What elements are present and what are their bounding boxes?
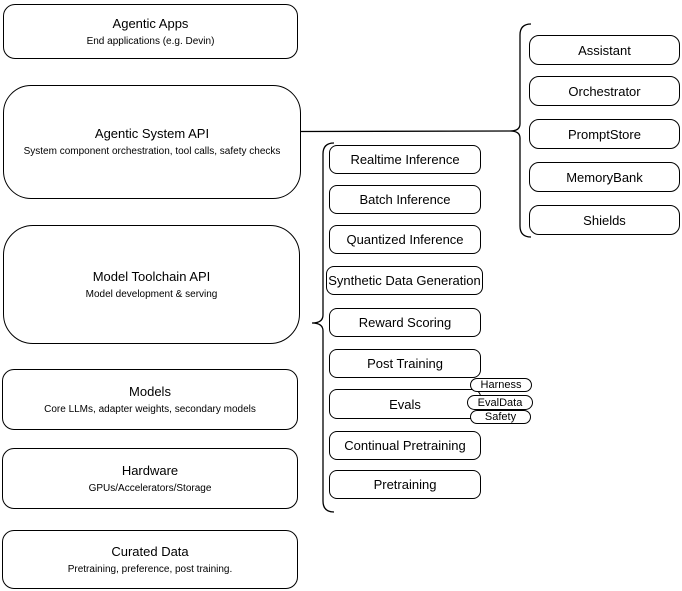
api-to-components-connector-line [300, 130, 511, 133]
tag-safety: Safety [470, 410, 531, 424]
node-label: Assistant [578, 42, 631, 58]
node-pretraining: Pretraining [329, 470, 481, 499]
node-synthetic-data-generation: Synthetic Data Generation [326, 266, 483, 295]
node-subtitle: Core LLMs, adapter weights, secondary mo… [44, 403, 256, 415]
node-label: Realtime Inference [350, 152, 460, 167]
node-shields: Shields [529, 205, 680, 235]
node-title: Curated Data [111, 543, 189, 559]
node-agentic-apps: Agentic Apps End applications (e.g. Devi… [3, 4, 298, 59]
tag-label: Safety [484, 411, 517, 423]
node-subtitle: Model development & serving [85, 288, 218, 300]
node-label: MemoryBank [566, 169, 643, 185]
node-batch-inference: Batch Inference [329, 185, 481, 214]
node-title: Hardware [121, 462, 179, 478]
node-models: Models Core LLMs, adapter weights, secon… [2, 369, 298, 430]
node-label: Orchestrator [568, 83, 641, 99]
tag-label: EvalData [477, 396, 523, 409]
node-quantized-inference: Quantized Inference [329, 225, 481, 254]
node-post-training: Post Training [329, 349, 481, 378]
node-assistant: Assistant [529, 35, 680, 65]
node-label: Post Training [367, 356, 443, 371]
node-label: Batch Inference [359, 192, 451, 207]
node-reward-scoring: Reward Scoring [329, 308, 481, 337]
node-label: Reward Scoring [358, 315, 452, 330]
node-subtitle: System component orchestration, tool cal… [23, 146, 281, 157]
node-title: Agentic System API [94, 126, 210, 141]
node-label: Quantized Inference [346, 232, 464, 247]
node-label: Synthetic Data Generation [328, 273, 481, 288]
node-orchestrator: Orchestrator [529, 76, 680, 106]
tag-label: Harness [480, 379, 522, 391]
node-continual-pretraining: Continual Pretraining [329, 431, 481, 460]
node-label: Continual Pretraining [344, 438, 466, 453]
node-subtitle: GPUs/Accelerators/Storage [88, 482, 212, 494]
node-label: Pretraining [373, 477, 437, 492]
node-evals: Evals [329, 389, 481, 419]
tag-evaldata: EvalData [467, 395, 533, 410]
node-memorybank: MemoryBank [529, 162, 680, 192]
tag-harness: Harness [470, 378, 532, 392]
node-label: PromptStore [568, 126, 641, 142]
node-title: Models [129, 383, 171, 399]
node-subtitle: End applications (e.g. Devin) [86, 35, 215, 47]
node-agentic-system-api: Agentic System API System component orch… [3, 85, 301, 199]
components-bracket [509, 23, 532, 238]
node-realtime-inference: Realtime Inference [329, 145, 481, 174]
node-title: Model Toolchain API [92, 268, 211, 284]
node-title: Agentic Apps [112, 15, 189, 31]
node-promptstore: PromptStore [529, 119, 680, 149]
node-subtitle: Pretraining, preference, post training. [67, 563, 233, 575]
node-label: Shields [583, 212, 626, 228]
node-curated-data: Curated Data Pretraining, preference, po… [2, 530, 298, 589]
node-label: Evals [389, 396, 421, 412]
node-hardware: Hardware GPUs/Accelerators/Storage [2, 448, 298, 509]
node-model-toolchain-api: Model Toolchain API Model development & … [3, 225, 300, 344]
